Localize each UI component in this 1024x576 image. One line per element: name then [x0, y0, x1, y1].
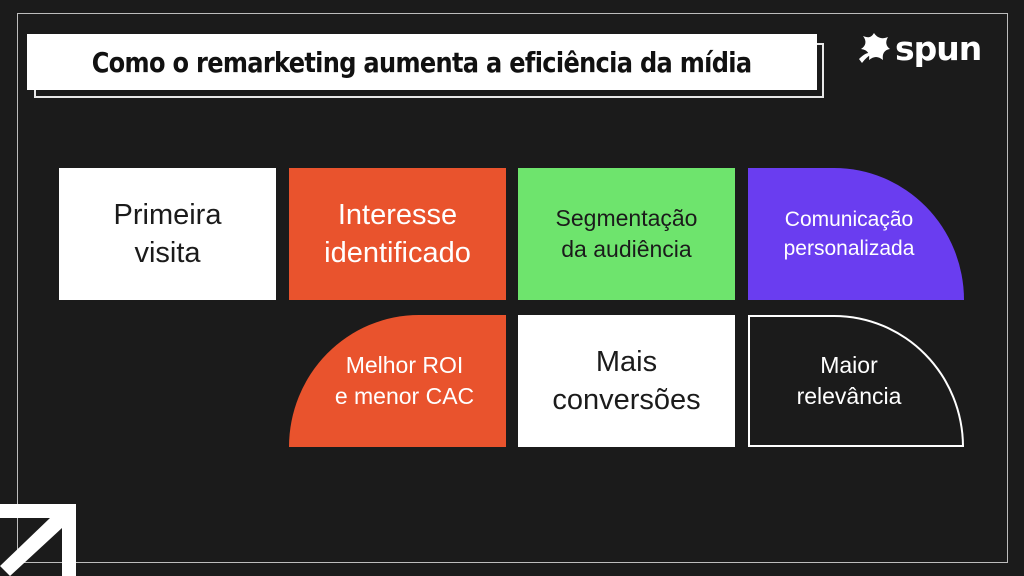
logo-wordmark: spun: [895, 28, 982, 68]
step-melhor-roi: Melhor ROI e menor CAC: [289, 315, 506, 447]
spun-flame-icon: [859, 33, 890, 63]
step-segmentacao-audiencia: Segmentação da audiência: [518, 168, 735, 300]
slide-frame: [17, 13, 1008, 563]
step-maior-relevancia: Maior relevância: [748, 315, 964, 447]
step-interesse-identificado: Interesse identificado: [289, 168, 506, 300]
brand-logo: spun: [857, 28, 982, 68]
step-primeira-visita: Primeira visita: [59, 168, 276, 300]
page-title: Como o remarketing aumenta a eficiência …: [92, 45, 752, 79]
arrow-up-right-icon: [0, 504, 76, 576]
step-mais-conversoes: Mais conversões: [518, 315, 735, 447]
title-box: Como o remarketing aumenta a eficiência …: [27, 34, 817, 90]
